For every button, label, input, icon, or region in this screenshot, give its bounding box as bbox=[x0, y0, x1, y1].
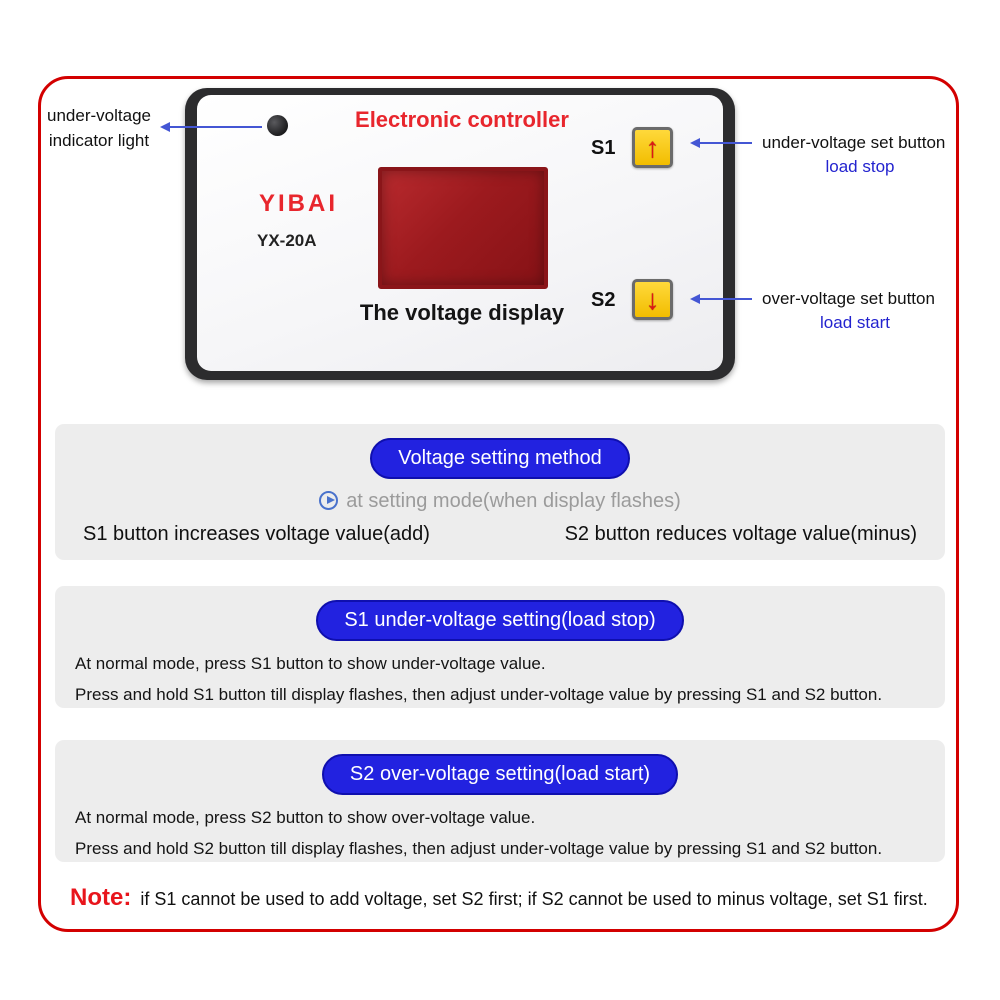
device-front-panel: Electronic controller YIBAI YX-20A The v… bbox=[197, 95, 723, 371]
s2-setting-line1: At normal mode, press S2 button to show … bbox=[75, 808, 536, 827]
s2-setting-pill: S2 over-voltage setting(load start) bbox=[321, 754, 679, 795]
s2-annotation-label: over-voltage set button bbox=[762, 289, 935, 308]
s2-annotation-subtext: load start bbox=[820, 313, 890, 332]
red-border-frame bbox=[38, 76, 959, 932]
s1-up-button[interactable]: ↑ bbox=[632, 127, 673, 168]
play-icon bbox=[319, 491, 339, 510]
s1-annotation-arrowhead-icon bbox=[690, 138, 700, 148]
method-subtitle: at setting mode(when display flashes) bbox=[55, 490, 945, 513]
s2-annotation-arrowhead-icon bbox=[690, 294, 700, 304]
brand-logo: YIBAI bbox=[259, 190, 339, 217]
s1-setting-pill: S1 under-voltage setting(load stop) bbox=[316, 600, 684, 641]
section-s2-over-voltage-setting: S2 over-voltage setting(load start) At n… bbox=[55, 740, 945, 862]
display-caption: The voltage display bbox=[359, 300, 565, 325]
under-voltage-indicator-light bbox=[267, 115, 288, 136]
down-arrow-icon: ↓ bbox=[645, 283, 660, 315]
note-text: if S1 cannot be used to add voltage, set… bbox=[140, 889, 928, 909]
indicator-annotation-arrowhead-icon bbox=[160, 122, 170, 132]
up-arrow-icon: ↑ bbox=[645, 131, 660, 163]
s1-rule-text: S1 button increases voltage value(add) bbox=[83, 523, 430, 545]
s1-button-label: S1 bbox=[591, 137, 616, 159]
indicator-annotation-arrow-line bbox=[170, 126, 262, 128]
s1-annotation-arrow-line bbox=[700, 142, 752, 144]
indicator-annotation-line1: under-voltage bbox=[47, 106, 151, 125]
s1-annotation-label: under-voltage set button bbox=[762, 133, 946, 152]
s2-button-label: S2 bbox=[591, 289, 616, 311]
section-s1-under-voltage-setting: S1 under-voltage setting(load stop) At n… bbox=[55, 586, 945, 708]
s1-annotation-subtext: load stop bbox=[825, 157, 895, 176]
indicator-annotation-line2: indicator light bbox=[48, 130, 150, 150]
note-row: Note: if S1 cannot be used to add voltag… bbox=[70, 884, 928, 912]
voltage-controller-device: Electronic controller YIBAI YX-20A The v… bbox=[185, 88, 735, 380]
method-section-pill: Voltage setting method bbox=[370, 438, 630, 479]
section-voltage-setting-method: Voltage setting method at setting mode(w… bbox=[55, 424, 945, 560]
s2-setting-line2: Press and hold S2 button till display fl… bbox=[75, 839, 883, 858]
voltage-display-screen bbox=[378, 167, 548, 289]
s2-annotation-arrow-line bbox=[700, 298, 752, 300]
s2-down-button[interactable]: ↓ bbox=[632, 279, 673, 320]
s1-setting-line2: Press and hold S1 button till display fl… bbox=[75, 685, 883, 704]
device-title: Electronic controller bbox=[355, 107, 569, 132]
model-number: YX-20A bbox=[257, 231, 317, 250]
s2-rule-text: S2 button reduces voltage value(minus) bbox=[564, 523, 917, 545]
note-label: Note: bbox=[70, 884, 132, 911]
indicator-annotation-label: under-voltage indicator light bbox=[36, 104, 162, 153]
s1-setting-line1: At normal mode, press S1 button to show … bbox=[75, 654, 546, 673]
method-subtitle-text: at setting mode(when display flashes) bbox=[346, 490, 681, 512]
